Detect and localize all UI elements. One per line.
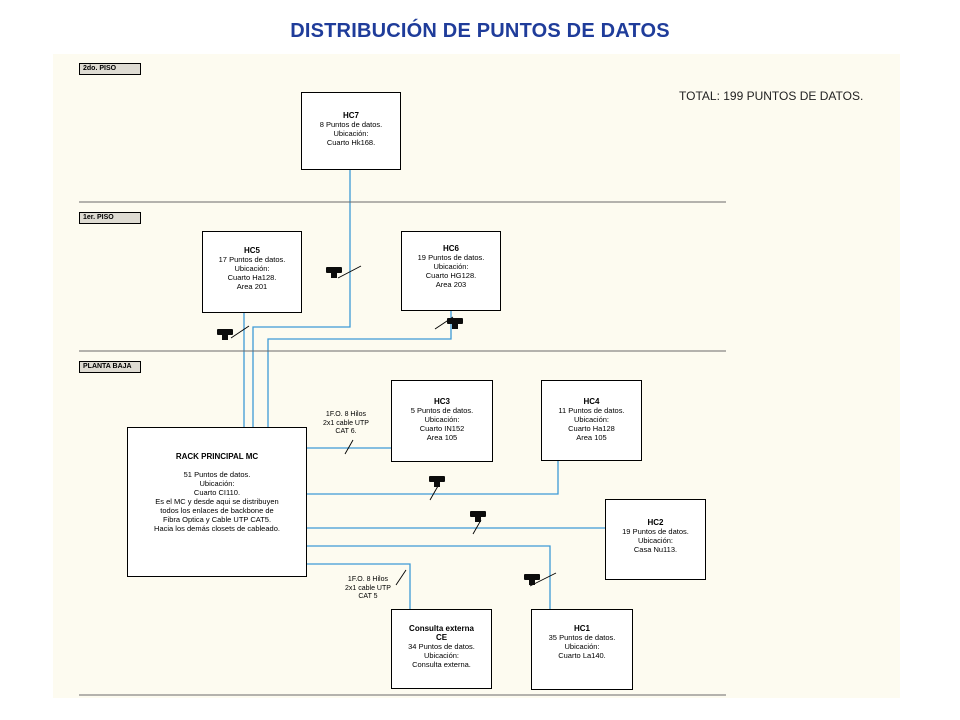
cable-note-line: 2x1 cable UTP	[323, 419, 369, 427]
box-line: Hacia los demás closets de cableado.	[154, 524, 280, 533]
box-line: Ubicación:	[433, 262, 469, 271]
cable-note-upper: 1F.O. 8 Hilos 2x1 cable UTP CAT 6.	[323, 411, 369, 437]
wiring-layer	[79, 170, 726, 696]
connector-icon	[470, 511, 486, 522]
box-hc5: HC5 17 Puntos de datos. Ubicación: Cuart…	[202, 231, 302, 313]
connector-icon	[217, 329, 233, 340]
wire-hc6	[267, 311, 452, 427]
wire-hc7	[252, 170, 351, 427]
box-hc3-title: HC3	[433, 397, 450, 406]
box-line: Fibra Optica y Cable UTP CAT5.	[162, 515, 272, 524]
box-hc1-title: HC1	[573, 624, 590, 633]
floor-label-planta-baja: PLANTA BAJA	[79, 361, 141, 373]
page-title: DISTRIBUCIÓN DE PUNTOS DE DATOS	[290, 20, 670, 42]
floor-label-1er-piso: 1er. PISO	[79, 212, 141, 224]
box-line: Es el MC y desde aqui se distribuyen	[155, 497, 279, 506]
box-line: Ubicación:	[573, 415, 610, 424]
box-line: 19 Puntos de datos.	[622, 527, 689, 536]
box-line: 35 Puntos de datos.	[548, 633, 616, 642]
cable-note-line: CAT 5	[358, 593, 378, 600]
box-line: Cuarto IN152	[419, 424, 465, 433]
box-hc2-title: HC2	[647, 518, 664, 527]
connector-icon	[524, 574, 540, 585]
box-line: Cuarto HG128.	[425, 271, 477, 280]
box-line: Ubicación:	[637, 536, 674, 545]
box-line: Ubicación:	[564, 642, 600, 651]
box-line: 19 Puntos de datos.	[417, 253, 485, 262]
box-hc5-title: HC5	[243, 246, 260, 255]
box-line: Ubicación:	[333, 129, 369, 138]
cable-note-line: 1F.O. 8 Hilos	[325, 411, 366, 418]
connector-icon	[429, 476, 445, 487]
diagram-canvas: 2do. PISO 1er. PISO PLANTA BAJA TOTAL: 1…	[53, 54, 900, 698]
box-line: Cuarto CI110.	[193, 488, 241, 497]
box-rack-principal-mc: RACK PRINCIPAL MC 51 Puntos de datos. Ub…	[127, 427, 307, 577]
box-line: todos los enlaces de backbone de	[160, 506, 274, 515]
wire-hc4	[307, 461, 559, 495]
connector-icon	[326, 267, 342, 278]
box-hc6: HC6 19 Puntos de datos. Ubicación: Cuart…	[401, 231, 501, 311]
box-ce-title: Consulta externa	[409, 624, 474, 633]
box-hc3: HC3 5 Puntos de datos. Ubicación: Cuarto…	[391, 380, 493, 462]
box-ce-title2: CE	[435, 633, 448, 642]
cable-note-line: CAT 6.	[335, 428, 357, 435]
box-hc6-title: HC6	[442, 244, 459, 253]
box-line: Ubicación:	[423, 651, 460, 660]
box-line: 8 Puntos de datos.	[319, 120, 383, 129]
box-hc4-title: HC4	[583, 397, 600, 406]
box-line: Area 203	[435, 280, 467, 289]
box-line: Casa Nu113.	[633, 545, 678, 554]
box-line: Ubicación:	[424, 415, 460, 424]
wire-hc1	[307, 545, 551, 609]
box-line: Consulta externa.	[412, 660, 471, 669]
wire-ce	[307, 563, 411, 609]
box-line: Ubicación:	[199, 479, 235, 488]
box-hc2: HC2 19 Puntos de datos. Ubicación: Casa …	[605, 499, 706, 580]
box-consulta-externa: Consulta externa CE 34 Puntos de datos. …	[391, 609, 492, 689]
cable-note-line: 2x1 cable UTP	[345, 584, 391, 592]
box-line: 34 Puntos de datos.	[408, 642, 475, 651]
box-hc1: HC1 35 Puntos de datos. Ubicación: Cuart…	[531, 609, 633, 690]
box-line: 5 Puntos de datos.	[410, 406, 474, 415]
connector-icons	[217, 267, 540, 585]
box-line: Area 105	[426, 433, 458, 442]
floor-label-2do-piso: 2do. PISO	[79, 63, 141, 75]
box-line: Cuarto Ha128.	[227, 273, 277, 282]
total-points: TOTAL: 199 PUNTOS DE DATOS.	[679, 89, 864, 103]
box-line: Area 201	[236, 282, 268, 291]
box-hc4: HC4 11 Puntos de datos. Ubicación: Cuart…	[541, 380, 642, 461]
box-line: 11 Puntos de datos.	[558, 406, 625, 415]
box-line: Cuarto Hk168.	[326, 138, 376, 147]
box-hc7-title: HC7	[342, 111, 359, 120]
box-hc7: HC7 8 Puntos de datos. Ubicación: Cuarto…	[301, 92, 401, 170]
box-line: Area 105	[576, 433, 607, 442]
box-line: Cuarto Ha128	[568, 424, 615, 433]
box-line: Ubicación:	[234, 264, 270, 273]
box-mc-title: RACK PRINCIPAL MC	[175, 452, 259, 461]
box-line: 17 Puntos de datos.	[218, 255, 286, 264]
box-line: Cuarto La140.	[558, 651, 606, 660]
connector-icon	[447, 318, 463, 329]
cable-note-lower: 1F.O. 8 Hilos 2x1 cable UTP CAT 5	[345, 576, 391, 602]
cable-note-line: 1F.O. 8 Hilos	[347, 576, 388, 583]
box-line: 51 Puntos de datos.	[183, 470, 251, 479]
